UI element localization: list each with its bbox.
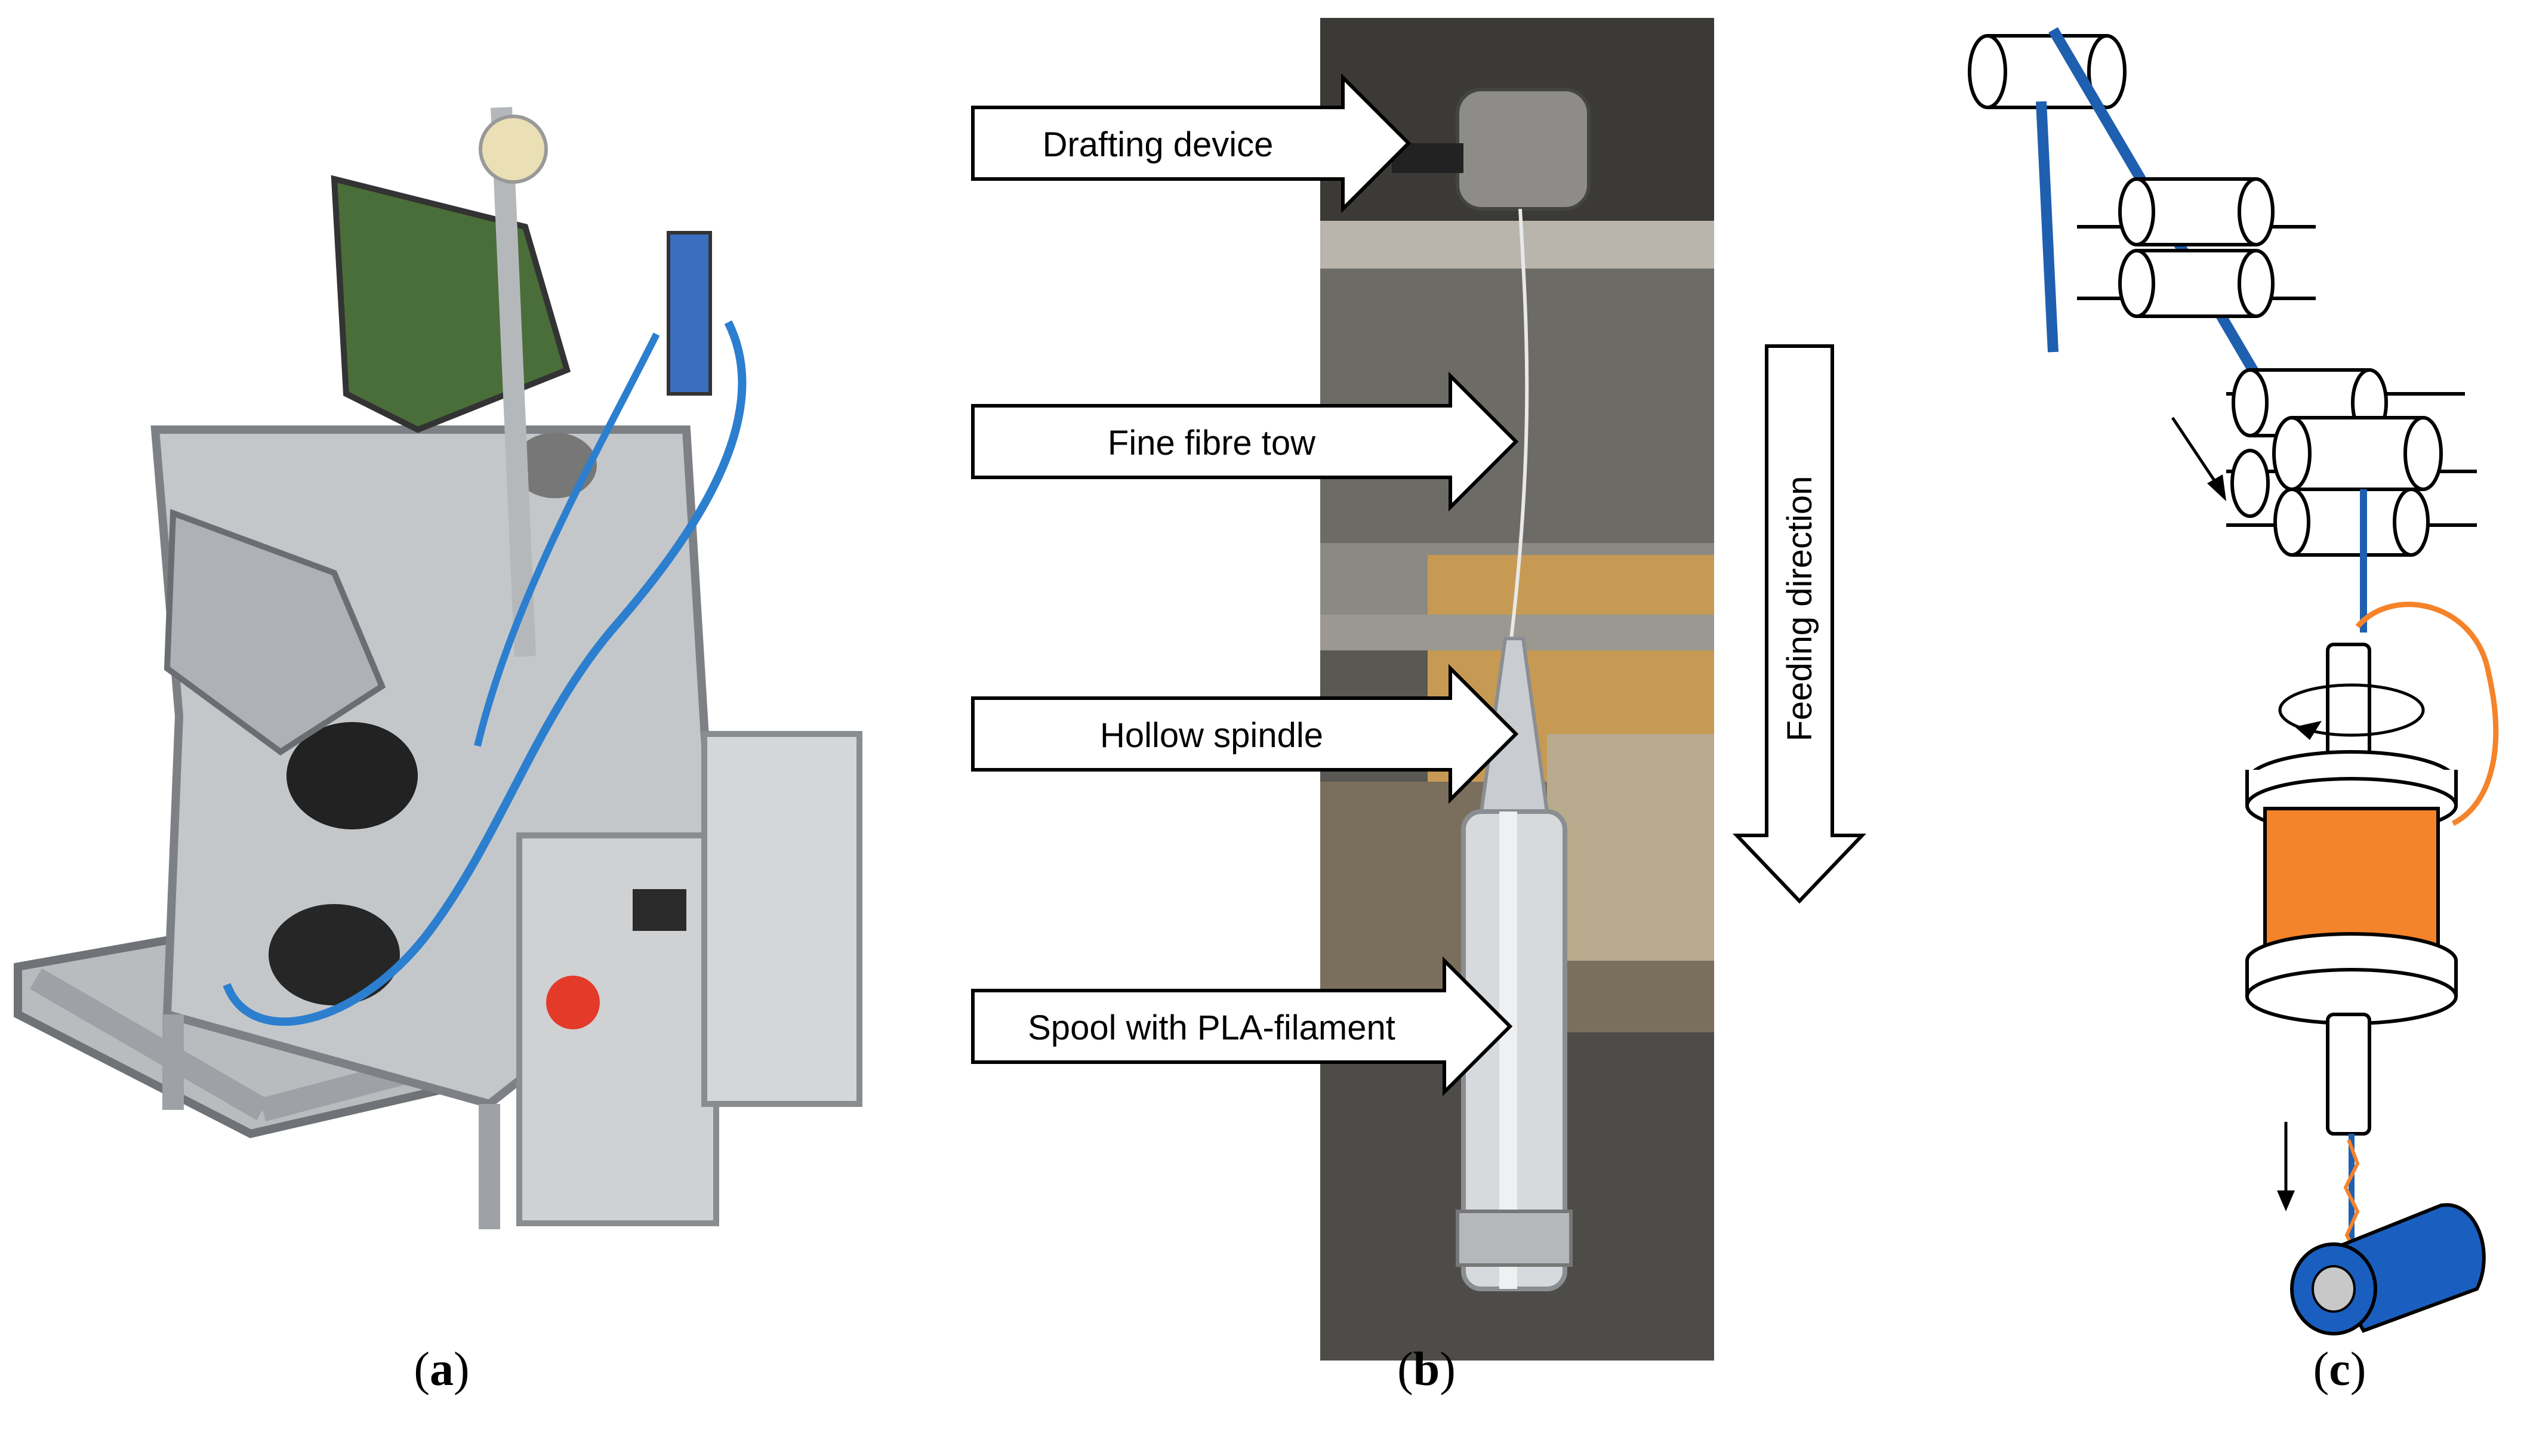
control-cabinet xyxy=(516,832,719,1226)
front-roller-group xyxy=(2226,368,2477,557)
diagonal-direction-arrow-icon xyxy=(2207,474,2226,501)
motor-lower xyxy=(269,904,400,1005)
air-filter xyxy=(667,231,712,396)
machine-photo xyxy=(14,107,862,1229)
callout-label-hollow-spindle: Hollow spindle xyxy=(1100,716,1323,755)
side-arm xyxy=(164,508,386,756)
callout-arrow-spool xyxy=(971,956,1513,1097)
fibre-tow xyxy=(1509,208,1529,639)
callout-label-fine-fibre-tow: Fine fibre tow xyxy=(1108,424,1316,462)
callout-arrow-fine-fibre-tow xyxy=(971,371,1519,512)
rotation-indicator-icon xyxy=(2278,683,2425,737)
panel-a: (a) xyxy=(0,0,901,1456)
panel-b: Drafting device Fine fibre tow Hollow sp… xyxy=(955,0,1898,1456)
sliver-reel xyxy=(479,115,548,184)
callout-arrow-hollow-spindle xyxy=(971,664,1519,804)
filament-wrap-line xyxy=(2355,601,2499,826)
spindle-tube-bottom xyxy=(2326,1013,2371,1136)
callout-label-spool: Spool with PLA-filament xyxy=(1028,1008,1395,1047)
drafting-unit xyxy=(331,175,571,433)
pneumatic-hose xyxy=(223,320,747,1026)
down-arrow-icon xyxy=(2277,1190,2295,1211)
panel-label-c: (c) xyxy=(2313,1343,2366,1396)
panel-label-a: (a) xyxy=(414,1343,470,1396)
callouts: Drafting device Fine fibre tow Hollow sp… xyxy=(971,73,1867,1097)
main-switch-icon xyxy=(546,976,600,1029)
feed-roller xyxy=(1968,34,2127,109)
callout-arrow-drafting-device xyxy=(971,73,1412,214)
motor-upper xyxy=(286,722,418,829)
panel-c: (c) xyxy=(1940,0,2530,1456)
middle-roller-pair xyxy=(2077,177,2316,318)
callout-label-drafting-device: Drafting device xyxy=(1043,125,1274,164)
take-up-bobbin xyxy=(2290,1203,2486,1335)
feeding-direction-label: Feeding direction xyxy=(1780,476,1819,742)
panel-label-b: (b) xyxy=(1397,1343,1456,1396)
process-schematic xyxy=(1968,27,2499,1335)
feeding-direction-arrow xyxy=(1732,344,1867,904)
